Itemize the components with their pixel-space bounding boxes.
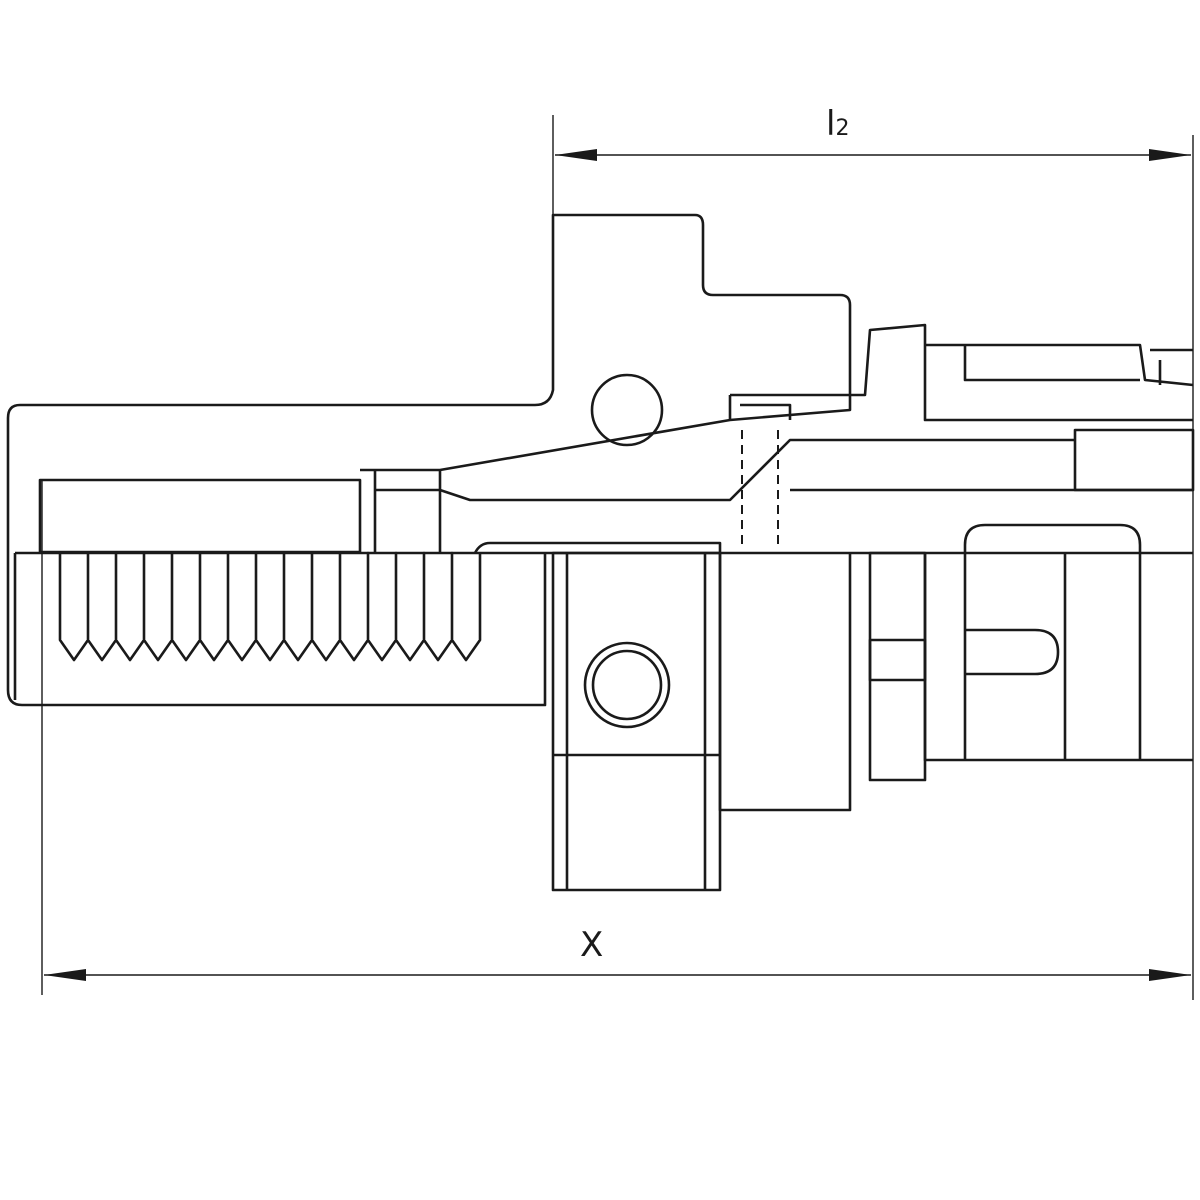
l2-subscript: 2 bbox=[835, 116, 850, 141]
l2-letter: l bbox=[826, 104, 836, 144]
dimension-x-label: X bbox=[580, 925, 604, 965]
thread bbox=[13, 551, 1193, 700]
hex-block bbox=[473, 541, 852, 892]
collet-section bbox=[790, 323, 1195, 782]
shank bbox=[6, 213, 852, 707]
dimension-x bbox=[41, 480, 1191, 995]
dimension-l2 bbox=[552, 115, 1194, 1000]
dimension-l2-label: l2 bbox=[826, 104, 849, 144]
